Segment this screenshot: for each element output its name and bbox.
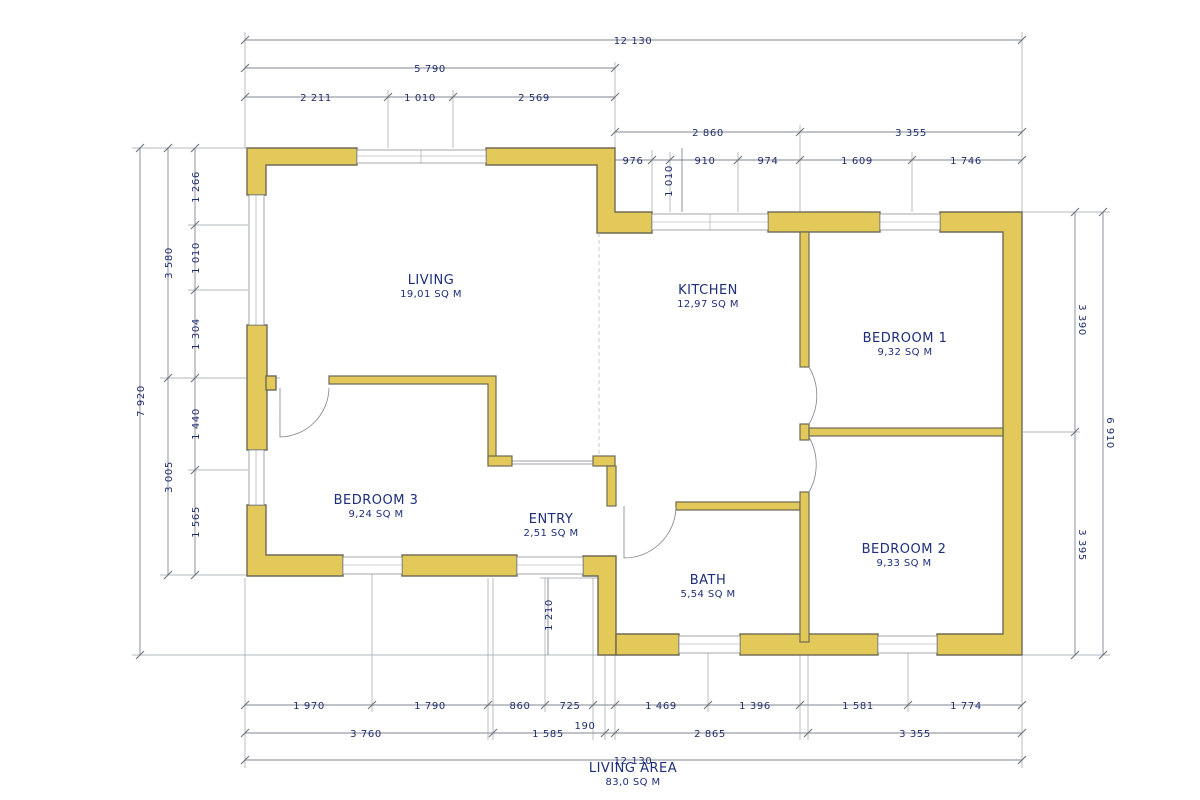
window-bedroom3-bottom — [342, 556, 403, 575]
room-labels: LIVING 19,01 SQ M KITCHEN 12,97 SQ M BED… — [334, 273, 948, 788]
dimension-lines — [132, 32, 1110, 768]
room-name-living: LIVING — [408, 273, 455, 288]
room-area-bath: 5,54 SQ M — [680, 589, 735, 600]
dim-bottom-part: 1 790 — [414, 701, 446, 712]
room-area-bedroom1: 9,32 SQ M — [877, 347, 932, 358]
dim-entry-depth: 1 210 — [544, 599, 555, 631]
dim-top-living-part: 2 211 — [300, 93, 332, 104]
door-bedroom1 — [808, 366, 818, 425]
door-bath — [623, 505, 677, 559]
dim-bottom-group: 190 — [575, 721, 596, 732]
dim-bottom-group: 2 865 — [694, 729, 726, 740]
dim-right-part: 3 395 — [1076, 529, 1087, 561]
room-area-living: 19,01 SQ M — [400, 289, 462, 300]
dim-left-part: 1 266 — [191, 171, 202, 203]
dim-bottom-part: 1 469 — [645, 701, 677, 712]
dim-top-living-part: 2 569 — [518, 93, 550, 104]
dim-top-bedroom-part: 1 746 — [950, 156, 982, 167]
room-name-bedroom2: BEDROOM 2 — [862, 542, 947, 557]
doors — [279, 233, 818, 559]
windows — [248, 149, 941, 654]
dim-left-overall: 7 920 — [136, 385, 147, 417]
dim-bottom-overall: 12 130 — [614, 756, 653, 767]
dim-right-part: 3 390 — [1076, 304, 1087, 336]
dim-bottom-group: 1 585 — [532, 729, 564, 740]
room-area-bedroom3: 9,24 SQ M — [348, 509, 403, 520]
dim-bottom-group: 3 760 — [350, 729, 382, 740]
door-bedroom3 — [279, 387, 330, 438]
door-bedroom2 — [808, 436, 817, 493]
walls — [246, 147, 1023, 656]
dimension-labels: 12 130 5 790 2 211 1 010 2 569 2 860 3 3… — [136, 36, 1115, 767]
dim-bottom-part: 1 396 — [739, 701, 771, 712]
room-name-bedroom3: BEDROOM 3 — [334, 493, 419, 508]
dim-top-bedroom: 3 355 — [895, 128, 927, 139]
dim-bottom-part: 860 — [510, 701, 531, 712]
room-name-bedroom1: BEDROOM 1 — [863, 331, 948, 346]
dim-left-part: 1 440 — [191, 408, 202, 440]
room-area-entry: 2,51 SQ M — [523, 528, 578, 539]
dim-top-living: 5 790 — [414, 64, 446, 75]
room-area-bedroom2: 9,33 SQ M — [876, 558, 931, 569]
dim-bottom-part: 725 — [560, 701, 581, 712]
living-area-label: LIVING AREA — [589, 761, 677, 776]
dim-left-lower: 3 005 — [164, 461, 175, 493]
dim-top-kitchen-part: 976 — [623, 156, 644, 167]
window-bedroom3-left — [248, 449, 265, 506]
dim-top-kitchen-part: 910 — [695, 156, 716, 167]
room-name-kitchen: KITCHEN — [678, 283, 738, 298]
window-living-top — [356, 149, 487, 164]
dim-top-bedroom-part: 1 609 — [841, 156, 873, 167]
dim-top-living-part: 1 010 — [404, 93, 436, 104]
window-bath — [678, 635, 741, 654]
dim-bottom-part: 1 970 — [293, 701, 325, 712]
dim-top-kitchen: 2 860 — [692, 128, 724, 139]
dim-left-part: 1 304 — [191, 318, 202, 350]
dim-bottom-group: 3 355 — [899, 729, 931, 740]
dim-left-part: 1 565 — [191, 506, 202, 538]
dim-right-overall: 6 910 — [1104, 417, 1115, 449]
room-name-entry: ENTRY — [529, 512, 574, 527]
living-area-value: 83,0 SQ M — [605, 777, 660, 788]
window-entry — [516, 556, 584, 575]
dim-bottom-part: 1 581 — [842, 701, 874, 712]
room-area-kitchen: 12,97 SQ M — [677, 299, 739, 310]
dim-left-upper: 3 580 — [164, 247, 175, 279]
room-name-bath: BATH — [690, 573, 727, 588]
window-living-left — [248, 194, 265, 326]
dim-top-overall: 12 130 — [614, 36, 653, 47]
dim-top-kitchen-part: 974 — [758, 156, 779, 167]
dim-kitchen-step: 1 010 — [664, 165, 675, 197]
window-bedroom2 — [877, 635, 938, 654]
dim-left-part: 1 010 — [191, 242, 202, 274]
dim-bottom-part: 1 774 — [950, 701, 982, 712]
